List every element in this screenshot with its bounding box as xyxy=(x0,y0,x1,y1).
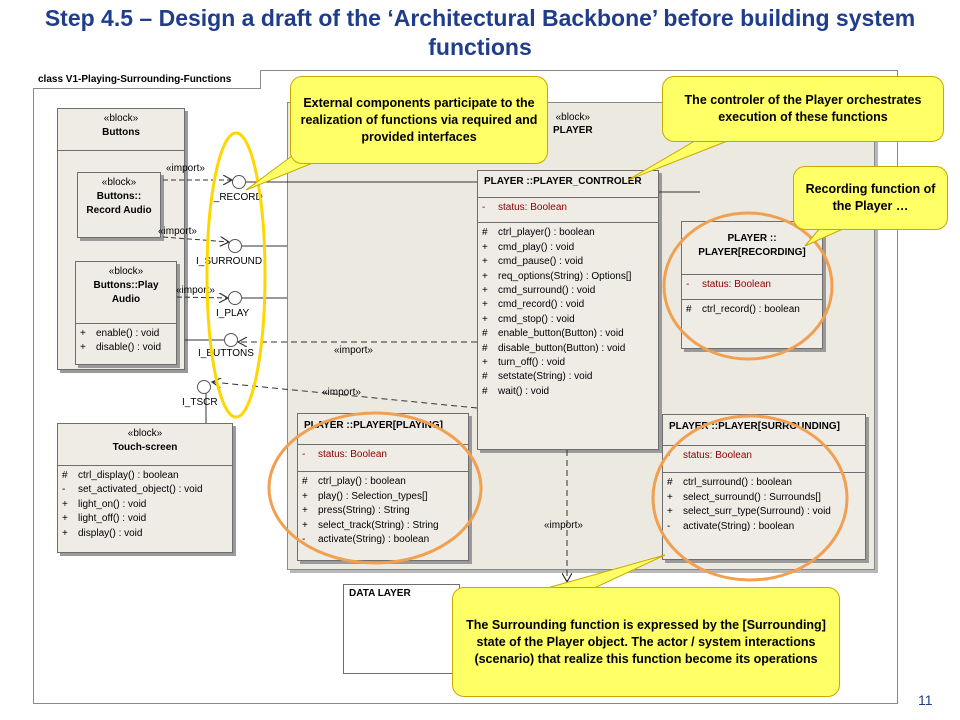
interface-buttons-label: I_BUTTONS xyxy=(198,348,254,359)
play-audio-name-1: Buttons::Play xyxy=(93,280,159,291)
operation-row: +cmd_surround() : void xyxy=(482,285,596,297)
operation-row: +press(String) : String xyxy=(302,505,410,517)
operation-row: +turn_off() : void xyxy=(482,357,566,369)
playing-highlight xyxy=(267,411,483,565)
surrounding-callout: The Surrounding function is expressed by… xyxy=(452,587,840,697)
data-layer-block[interactable]: DATA LAYER xyxy=(343,584,460,674)
external-components-callout: External components participate to the r… xyxy=(290,76,548,164)
operation-row: #ctrl_play() : boolean xyxy=(302,476,406,488)
buttons-stereotype: «block» xyxy=(103,113,139,124)
record-audio-name-1: Buttons:: xyxy=(96,191,142,202)
controler-name: PLAYER ::PLAYER_CONTROLER xyxy=(484,176,642,187)
operation-row: -activate(String) : boolean xyxy=(667,520,795,532)
interface-record-label: I_RECORD xyxy=(211,192,263,203)
operation-row: +light_on() : void xyxy=(62,498,147,510)
player-controler-block[interactable]: PLAYER ::PLAYER_CONTROLER -status: Boole… xyxy=(477,170,659,450)
import-label: «import» xyxy=(158,226,197,237)
operation-row: +enable() : void xyxy=(80,328,160,339)
operation-row: +light_off() : void xyxy=(62,513,147,525)
player-stereotype: «block» xyxy=(555,112,591,123)
player-surrounding-block[interactable]: PLAYER ::PLAYER[SURROUNDING] -status: Bo… xyxy=(662,414,866,560)
page-number: 11 xyxy=(918,692,933,708)
player-name: PLAYER xyxy=(553,125,593,136)
recording-name-1: PLAYER :: xyxy=(727,233,777,244)
data-layer-name: DATA LAYER xyxy=(349,588,411,599)
surrounding-callout-pointer xyxy=(539,554,666,591)
operation-row: +cmd_record() : void xyxy=(482,299,585,311)
operation-row: +select_surr_type(Surround) : void xyxy=(667,506,831,518)
operation-row: -activate(String) : boolean xyxy=(302,534,430,546)
operation-row: #setstate(String) : void xyxy=(482,371,593,383)
import-label: «import» xyxy=(334,345,373,356)
interface-record-icon[interactable] xyxy=(232,175,246,189)
player-recording-block[interactable]: PLAYER :: PLAYER[RECORDING] -status: Boo… xyxy=(681,221,823,349)
operation-row: +display() : void xyxy=(62,527,143,539)
attribute-row: -status: Boolean xyxy=(686,279,771,290)
operation-row: -set_activated_object() : void xyxy=(62,484,203,496)
interface-play-icon[interactable] xyxy=(228,291,242,305)
operation-row: #ctrl_surround() : boolean xyxy=(667,477,792,489)
operation-row: +cmd_stop() : void xyxy=(482,313,575,325)
buttons-name: Buttons xyxy=(102,127,140,138)
player-playing-block[interactable]: PLAYER ::PLAYER[PLAYING] -status: Boolea… xyxy=(297,413,469,561)
operation-row: +select_surround() : Surrounds[] xyxy=(667,491,821,503)
touch-screen-block[interactable]: «block» Touch-screen #ctrl_display() : b… xyxy=(57,423,233,553)
operation-row: #ctrl_record() : boolean xyxy=(686,304,800,316)
interfaces-highlight xyxy=(205,131,267,419)
recording-callout: Recording function of the Player … xyxy=(793,166,948,230)
interface-play-label: I_PLAY xyxy=(216,308,250,319)
touch-screen-stereotype: «block» xyxy=(127,428,163,439)
slide-title: Step 4.5 – Design a draft of the ‘Archit… xyxy=(44,5,916,60)
play-audio-stereotype: «block» xyxy=(108,266,144,277)
operation-row: +select_track(String) : String xyxy=(302,519,439,531)
record-audio-block[interactable]: «block» Buttons:: Record Audio xyxy=(77,172,161,238)
controler-callout-pointer xyxy=(627,137,736,181)
operation-row: #enable_button(Button) : void xyxy=(482,328,624,340)
record-audio-stereotype: «block» xyxy=(101,177,137,188)
record-audio-name-2: Record Audio xyxy=(86,205,152,216)
operation-row: +cmd_pause() : void xyxy=(482,256,584,268)
operation-row: #wait() : void xyxy=(482,385,550,397)
recording-highlight xyxy=(662,211,834,361)
operation-row: +play() : Selection_types[] xyxy=(302,490,428,502)
operation-row: +req_options(String) : Options[] xyxy=(482,270,632,282)
interface-surround-icon[interactable] xyxy=(228,239,242,253)
attribute-row: -status: Boolean xyxy=(302,449,387,460)
operation-row: +cmd_play() : void xyxy=(482,241,575,253)
operation-row: #ctrl_display() : boolean xyxy=(62,470,179,481)
interface-tscr-label: I_TSCR xyxy=(182,397,218,408)
import-label: «import» xyxy=(166,163,205,174)
controler-callout: The controler of the Player orchestrates… xyxy=(662,76,944,142)
interface-surround-label: I_SURROUND xyxy=(196,256,263,267)
operation-row: +disable() : void xyxy=(80,342,162,354)
attribute-row: -status: Boolean xyxy=(482,202,567,213)
import-label: «import» xyxy=(176,285,215,296)
import-label: «import» xyxy=(322,387,361,398)
surrounding-name: PLAYER ::PLAYER[SURROUNDING] xyxy=(669,421,840,432)
operation-row: #ctrl_player() : boolean xyxy=(482,227,595,239)
interface-tscr-icon[interactable] xyxy=(197,380,211,394)
play-audio-name-2: Audio xyxy=(111,294,141,305)
touch-screen-name: Touch-screen xyxy=(112,442,178,453)
playing-name: PLAYER ::PLAYER[PLAYING] xyxy=(304,420,443,431)
surrounding-highlight xyxy=(651,414,849,582)
recording-name-2: PLAYER[RECORDING] xyxy=(698,247,806,258)
diagram-frame-label: class V1-Playing-Surrounding-Functions xyxy=(33,70,261,89)
interface-buttons-icon[interactable] xyxy=(224,333,238,347)
operation-row: #disable_button(Button) : void xyxy=(482,342,626,354)
import-label: «import» xyxy=(544,520,583,531)
play-audio-block[interactable]: «block» Buttons::Play Audio +enable() : … xyxy=(75,261,177,365)
